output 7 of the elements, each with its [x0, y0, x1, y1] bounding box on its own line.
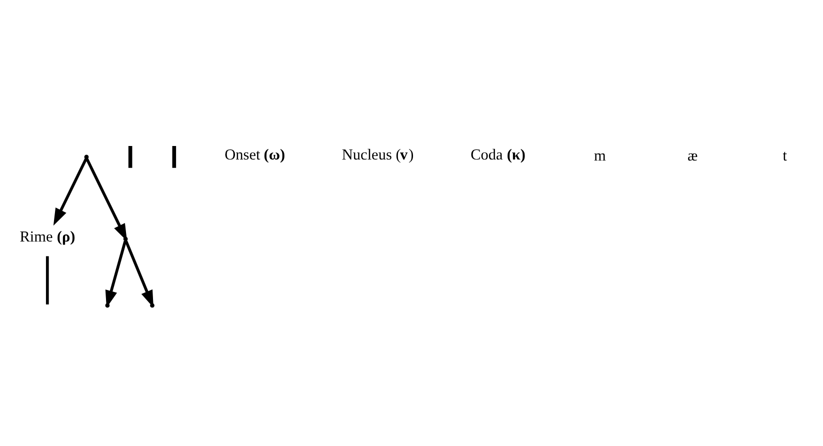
label: æ: [687, 147, 698, 164]
node-text: Rime (ρ): [20, 228, 76, 246]
label: t: [782, 147, 788, 164]
label: Onset (ω): [224, 146, 286, 164]
label: Nucleus (v): [342, 146, 414, 164]
label: m: [594, 147, 606, 164]
label: Coda (κ): [470, 146, 526, 164]
